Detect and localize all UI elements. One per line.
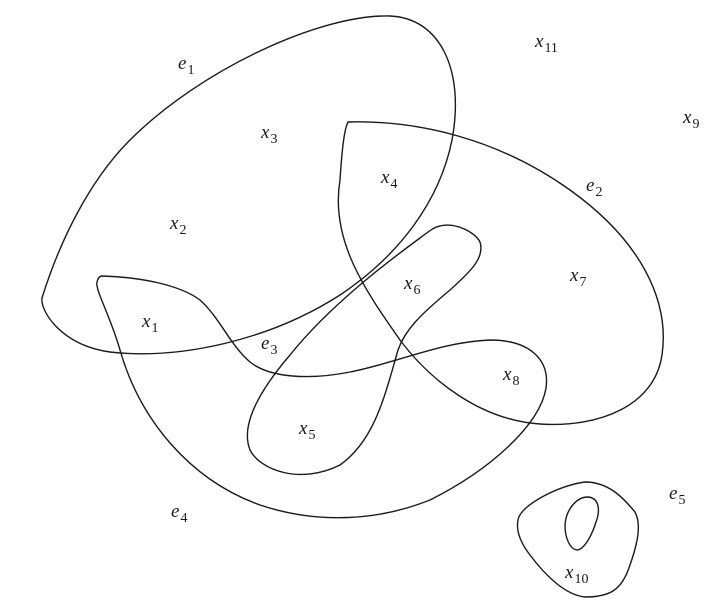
vertex-label-x2: x2 <box>170 213 187 238</box>
edge-label-e4: e4 <box>171 501 188 526</box>
edge-label-e3: e3 <box>261 333 278 358</box>
vertex-label-x7: x7 <box>570 265 587 290</box>
vertex-label-x4: x4 <box>381 167 398 192</box>
edge-label-e2: e2 <box>586 175 603 200</box>
vertex-label-x11: x11 <box>535 31 558 56</box>
hyperedge-e3-outline <box>246 224 482 476</box>
vertex-label-x3: x3 <box>261 122 278 147</box>
vertex-label-x6: x6 <box>404 273 421 298</box>
hyperedge-e5-inner-outline <box>564 496 600 551</box>
edge-label-e5: e5 <box>669 483 686 508</box>
hyperedge-e2-outline <box>337 121 664 426</box>
vertex-label-x10: x10 <box>565 562 589 587</box>
hyperedge-e5-outline <box>516 481 640 598</box>
vertex-label-x8: x8 <box>503 364 520 389</box>
vertex-label-x1: x1 <box>142 311 159 336</box>
hyperedge-e1-outline <box>41 15 456 355</box>
hyperedge-e4-outline <box>96 275 548 519</box>
vertex-label-x5: x5 <box>299 418 316 443</box>
vertex-label-x9: x9 <box>683 107 700 132</box>
edge-label-e1: e1 <box>178 53 195 78</box>
